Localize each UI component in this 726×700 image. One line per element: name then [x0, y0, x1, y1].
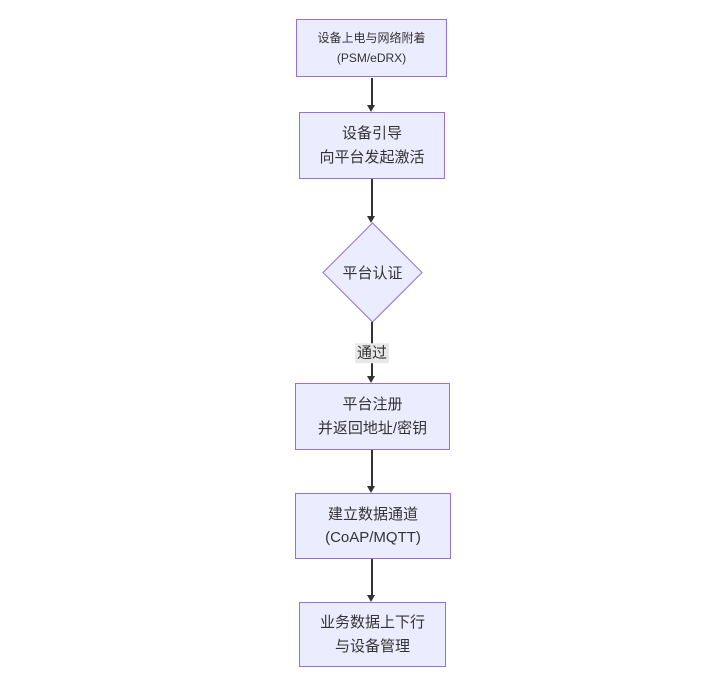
- node-power-attach: 设备上电与网络附着 (PSM/eDRX): [296, 19, 447, 77]
- node-label-line: 并返回地址/密钥: [317, 419, 428, 437]
- edge-register-to-channel: [371, 450, 373, 487]
- node-label-line: (PSM/eDRX): [336, 51, 407, 65]
- node-label-line: 设备上电与网络附着: [317, 30, 426, 45]
- node-label-line: 设备引导: [341, 125, 402, 143]
- node-data-channel: 建立数据通道 (CoAP/MQTT): [295, 493, 451, 559]
- arrowhead-icon: [367, 595, 375, 602]
- arrowhead-icon: [367, 105, 375, 112]
- edge-channel-to-business: [371, 559, 373, 595]
- node-label-line: 与设备管理: [334, 637, 410, 655]
- node-business-data: 业务数据上下行 与设备管理: [299, 602, 446, 667]
- node-label-line: 平台认证: [342, 265, 403, 282]
- arrowhead-icon: [367, 486, 375, 493]
- edge-power-to-bootstrap: [371, 78, 373, 106]
- edge-bootstrap-to-auth: [371, 179, 373, 217]
- node-label-line: 业务数据上下行: [319, 614, 425, 632]
- edge-label-pass: 通过: [354, 343, 390, 363]
- node-label-line: 建立数据通道: [327, 505, 418, 523]
- node-label-line: 平台注册: [342, 396, 403, 414]
- node-platform-register: 平台注册 并返回地址/密钥: [295, 383, 450, 450]
- node-label-line: (CoAP/MQTT): [325, 529, 421, 546]
- arrowhead-icon: [367, 376, 375, 383]
- node-label-line: 向平台发起激活: [319, 148, 425, 166]
- node-bootstrap: 设备引导 向平台发起激活: [299, 112, 445, 179]
- arrowhead-icon: [367, 216, 375, 223]
- decision-platform-auth: 平台认证: [322, 223, 423, 322]
